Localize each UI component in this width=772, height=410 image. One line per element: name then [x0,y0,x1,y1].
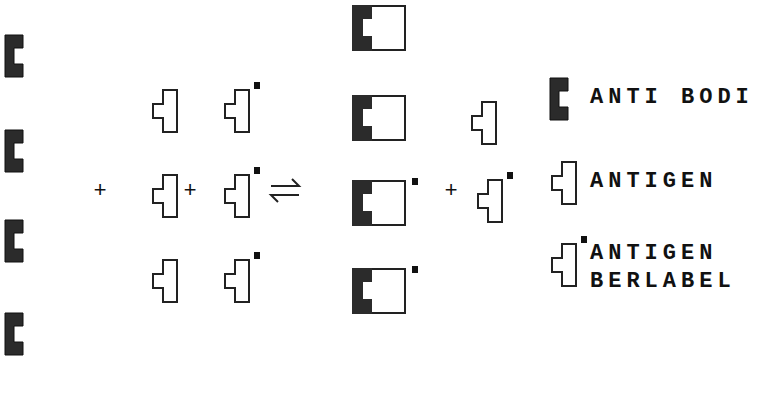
plus-sign: + [444,181,457,203]
plus-sign: + [183,181,196,203]
legend-entry: ANTIGEN BERLABEL [590,240,768,296]
complex-symbol [352,5,418,314]
antigen-symbol [153,90,177,302]
legend-text: ANTIGEN BERLABEL [590,240,768,296]
equilibrium-arrow [271,179,299,202]
plus-text: + [93,181,106,203]
plus-sign: + [93,181,106,203]
legend-symbol [550,78,587,286]
free-antigen-symbol [472,102,513,222]
legend-text: ANTI BODI [590,84,754,112]
legend-entry: ANTI BODI [590,84,768,112]
legend-text: ANTIGEN [590,168,717,196]
labelled-antigen-symbol [225,82,260,302]
legend-entry: ANTIGEN [590,168,768,196]
plus-text: + [183,181,196,203]
antibody-symbol [5,35,23,355]
plus-text: + [444,181,457,203]
